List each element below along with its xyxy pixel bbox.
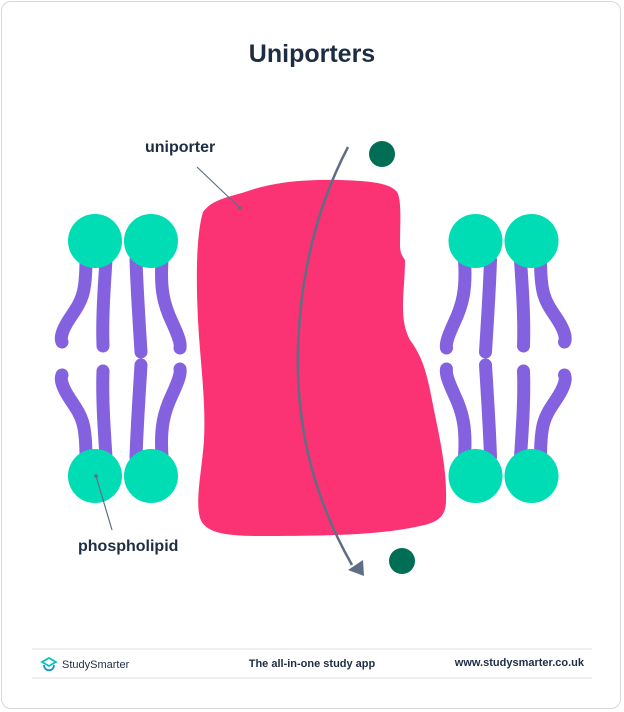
brand-logo[interactable]: StudySmarter [40,657,129,673]
website-link[interactable]: www.studysmarter.co.uk [454,657,584,669]
molecule-outside [369,141,395,167]
uniporter-label: uniporter [145,139,216,156]
molecule-inside [389,548,415,574]
brand-name: StudySmarter [62,659,130,671]
footer: StudySmarter The all-in-one study app ww… [32,648,592,679]
phospholipid-bottom-right [446,365,565,503]
uniporter-pointer [196,166,241,209]
transport-arrow [296,146,354,566]
phospholipid-label: phospholipid [78,538,179,555]
arrow-head [348,560,364,576]
tagline: The all-in-one study app [248,658,376,670]
studysmarter-logo-icon [40,657,58,672]
phospholipid-pointer [95,475,113,531]
phospholipid-bottom-left [61,365,180,503]
phospholipid-top-left [61,214,180,352]
phospholipid-top-right [446,214,565,352]
diagram-title: Uniporters [248,40,376,68]
uniporter-protein [196,179,447,536]
